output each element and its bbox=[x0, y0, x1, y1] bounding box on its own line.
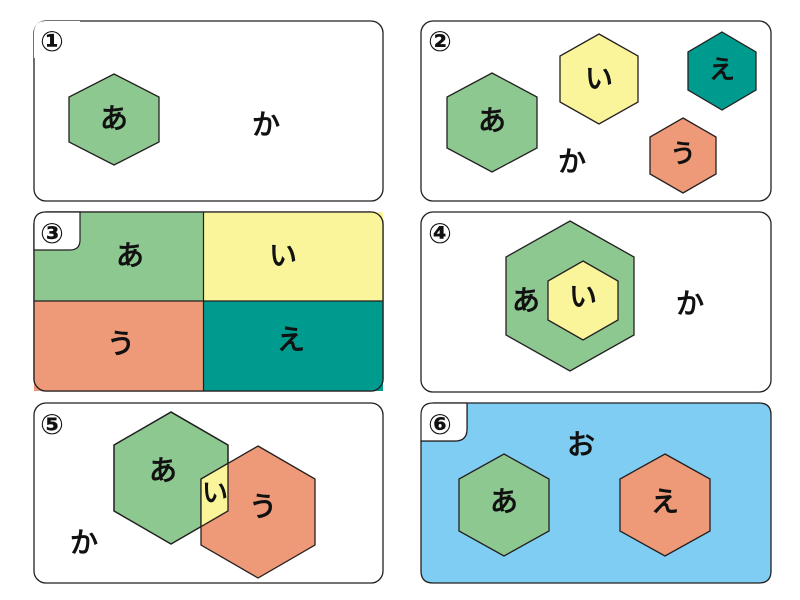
panel-3-label-a: あ bbox=[116, 239, 144, 272]
panel-4-label-i: い bbox=[569, 280, 597, 313]
panel-5-hexagon-a-outline bbox=[113, 411, 229, 545]
panel-6-number-tab bbox=[420, 402, 468, 442]
panel-3-label-i: い bbox=[269, 239, 297, 272]
panel-6-label-o: お bbox=[567, 428, 595, 461]
panel-1-hexagon-a bbox=[68, 73, 160, 166]
panel-3-label-e: え bbox=[277, 323, 305, 356]
panel-2-label-ka: か bbox=[558, 145, 586, 178]
panel-2: ② あ い え う か bbox=[420, 20, 772, 202]
panel-1: ① あ か bbox=[33, 20, 384, 202]
panel-3-region-a bbox=[34, 212, 204, 301]
panel-6: ⑥ お あ え bbox=[420, 402, 772, 584]
panel-4-label-ka: か bbox=[676, 287, 704, 320]
panel-4-hexagon-i bbox=[547, 260, 619, 341]
panel-3-region-i bbox=[203, 212, 383, 301]
panel-6-label-a: あ bbox=[490, 485, 518, 518]
panel-2-hexagon-e bbox=[687, 31, 757, 111]
panel-4-label-a: あ bbox=[512, 284, 540, 317]
panel-5-label-i: い bbox=[202, 479, 228, 509]
panel-6-hexagon-e bbox=[619, 453, 711, 557]
panel-3-region-e bbox=[203, 301, 383, 391]
panel-3-label-u: う bbox=[107, 327, 135, 360]
panel-3-number: ③ bbox=[40, 217, 64, 250]
panel-2-hexagon-i bbox=[559, 33, 639, 125]
panel-5-overlap-i bbox=[200, 445, 228, 544]
panel-2-label-e: え bbox=[709, 56, 735, 86]
panel-2-label-a: あ bbox=[478, 104, 506, 137]
panel-5-label-ka: か bbox=[70, 526, 98, 559]
panel-4: ④ あ い か bbox=[420, 211, 772, 393]
panel-3-number-tab bbox=[33, 211, 81, 251]
panel-1-number-tab bbox=[34, 21, 80, 58]
panel-1-label-ka: か bbox=[252, 108, 280, 141]
panel-2-number: ② bbox=[428, 25, 452, 58]
panel-1-label-a: あ bbox=[100, 102, 128, 135]
panel-5-label-u: う bbox=[249, 490, 277, 523]
panel-5-label-a: あ bbox=[149, 454, 177, 487]
panel-6-number: ⑥ bbox=[428, 408, 452, 441]
panel-2-label-i: い bbox=[585, 62, 613, 95]
panel-4-number: ④ bbox=[428, 217, 452, 250]
panel-5: ⑤ あ い う か bbox=[33, 402, 384, 584]
panel-2-hexagon-a bbox=[446, 72, 538, 173]
panel-3-frame-outline bbox=[33, 211, 384, 392]
panel-3-region-u bbox=[34, 301, 204, 391]
panel-1-number: ① bbox=[40, 25, 64, 58]
panel-3: ③ あ い う え bbox=[33, 211, 384, 392]
panel-5-number: ⑤ bbox=[40, 408, 64, 441]
panel-6-hexagon-a bbox=[458, 453, 550, 557]
panel-2-hexagon-u bbox=[649, 117, 717, 194]
panel-6-label-e: え bbox=[651, 485, 679, 518]
panel-2-label-u: う bbox=[670, 140, 696, 170]
